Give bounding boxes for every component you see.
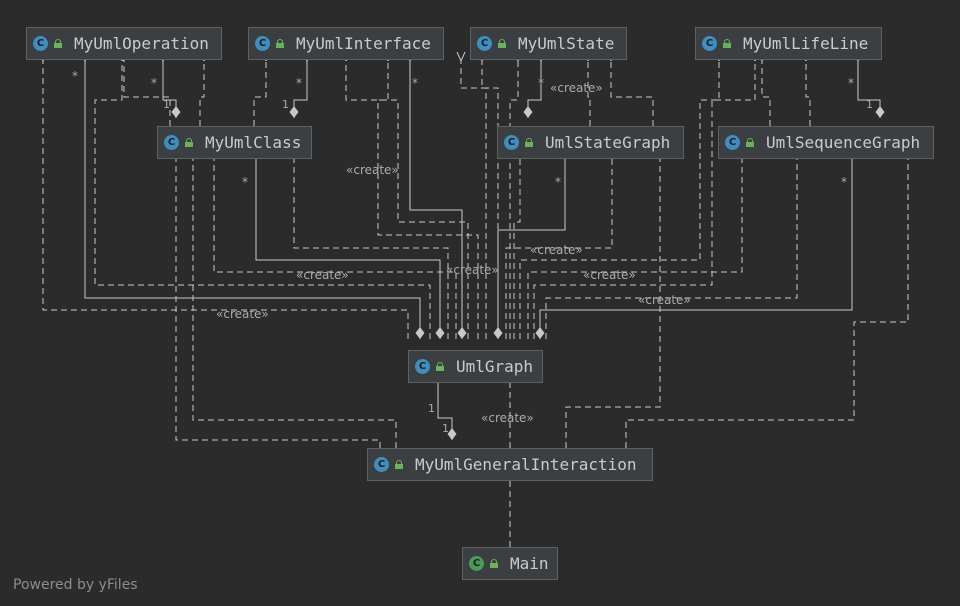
comp-graph-interface (410, 61, 462, 339)
create-label-gi: «create» (481, 411, 534, 425)
class-name: UmlSequenceGraph (766, 133, 921, 152)
class-node-ll[interactable]: C MyUmlLifeLine (695, 27, 882, 60)
comp-seq-lifeline (858, 61, 880, 118)
lock-icon (54, 39, 62, 48)
comp-graph-operation (85, 61, 420, 339)
multiplicity-many-4: * (538, 76, 544, 90)
dep-gi-seq (625, 159, 908, 448)
class-icon: C (702, 36, 717, 51)
class-node-seq[interactable]: C UmlSequenceGraph (718, 126, 934, 159)
lock-icon (436, 362, 444, 371)
class-icon: C (255, 36, 270, 51)
comp-gi-graph (438, 383, 452, 440)
class-name: MyUmlInterface (296, 34, 431, 53)
class-name: Main (510, 554, 549, 573)
multiplicity-one-1: 1 (282, 98, 289, 111)
lock-icon (525, 138, 533, 147)
dep-graph-lifeline (519, 61, 719, 339)
create-label-operation: «create» (216, 307, 269, 321)
class-icon: C (33, 36, 48, 51)
dep-graph-state-3 (509, 61, 518, 339)
multiplicity-one-3: 1 (428, 402, 435, 415)
class-icon: C (725, 135, 740, 150)
multiplicity-many-1: * (151, 76, 157, 90)
comp-graph-seq (540, 159, 852, 339)
class-node-cls[interactable]: C MyUmlClass (157, 126, 312, 159)
class-icon: C (504, 135, 519, 150)
create-label-class: «create» (296, 268, 349, 282)
dep-graph-operation-2 (94, 61, 431, 339)
dep-stategraph-state (611, 61, 654, 126)
multiplicity-one-2: 1 (866, 98, 873, 111)
class-node-gi[interactable]: C MyUmlGeneralInteraction (367, 448, 653, 481)
dep-graph-interface (346, 61, 469, 339)
lock-icon (498, 39, 506, 48)
multiplicity-many-0: * (72, 69, 78, 83)
comp-stategraph-state (528, 61, 541, 118)
multiplicity-many-8: * (841, 175, 847, 189)
class-name: MyUmlGeneralInteraction (415, 455, 637, 474)
dep-graph-stategraph-2 (513, 159, 520, 339)
dep-graph-state (461, 61, 487, 339)
powered-by-footer: Powered by yFiles (13, 577, 138, 593)
dep-graph-operation (43, 61, 409, 339)
dep-class-interface (253, 61, 266, 126)
multiplicity-many-2: * (296, 76, 302, 90)
dep-class-operation (199, 61, 204, 126)
lock-icon (395, 460, 403, 469)
create-label-graph: «create» (446, 263, 499, 277)
class-name: UmlGraph (456, 357, 534, 376)
multiplicity-many-6: * (242, 175, 248, 189)
class-node-st[interactable]: C MyUmlState (470, 27, 627, 60)
lock-icon (276, 39, 284, 48)
dep-seq-lifeline (762, 61, 771, 126)
multiplicity-one-0: 1 (163, 98, 170, 111)
class-node-itf[interactable]: C MyUmlInterface (248, 27, 444, 60)
class-icon: C (477, 36, 492, 51)
class-icon: C (374, 457, 389, 472)
lock-icon (185, 138, 193, 147)
class-name: MyUmlClass (205, 133, 302, 152)
class-node-sg[interactable]: C UmlStateGraph (497, 126, 684, 159)
dep-gi-class-2 (176, 159, 381, 448)
multiplicity-many-5: * (848, 76, 854, 90)
dep-graph-class (294, 159, 449, 339)
class-icon: C (469, 556, 484, 571)
create-label-seq: «create» (638, 293, 691, 307)
dep-graph-interface-2 (377, 61, 479, 339)
class-name: MyUmlState (518, 34, 615, 53)
class-icon: C (415, 359, 430, 374)
multiplicity-one-4: 1 (442, 422, 449, 435)
class-name: MyUmlOperation (74, 34, 209, 53)
create-label-stategraph: «create» (530, 243, 583, 257)
lock-icon (490, 559, 498, 568)
multiplicity-many-7: * (555, 175, 561, 189)
lock-icon (723, 39, 731, 48)
class-name: MyUmlLifeLine (743, 34, 869, 53)
create-label-state: «create» (550, 81, 603, 95)
dep-graph-seq-2 (545, 159, 797, 339)
class-node-main[interactable]: C Main (462, 547, 558, 580)
multiplicity-many-3: * (412, 76, 418, 90)
create-label-lifeline: «create» (583, 268, 636, 282)
class-node-op[interactable]: C MyUmlOperation (26, 27, 222, 60)
dep-stategraph-state-2 (588, 61, 590, 126)
lock-icon (746, 138, 754, 147)
dep-gi-stategraph (565, 159, 660, 448)
dep-graph-state-2 (482, 61, 499, 339)
dep-seq-lifeline-2 (806, 61, 811, 126)
class-node-ug[interactable]: C UmlGraph (408, 350, 543, 383)
class-name: UmlStateGraph (545, 133, 671, 152)
class-icon: C (164, 135, 179, 150)
dep-gi-class (193, 159, 397, 448)
comp-graph-class (256, 159, 440, 339)
create-label-interface: «create» (346, 163, 399, 177)
